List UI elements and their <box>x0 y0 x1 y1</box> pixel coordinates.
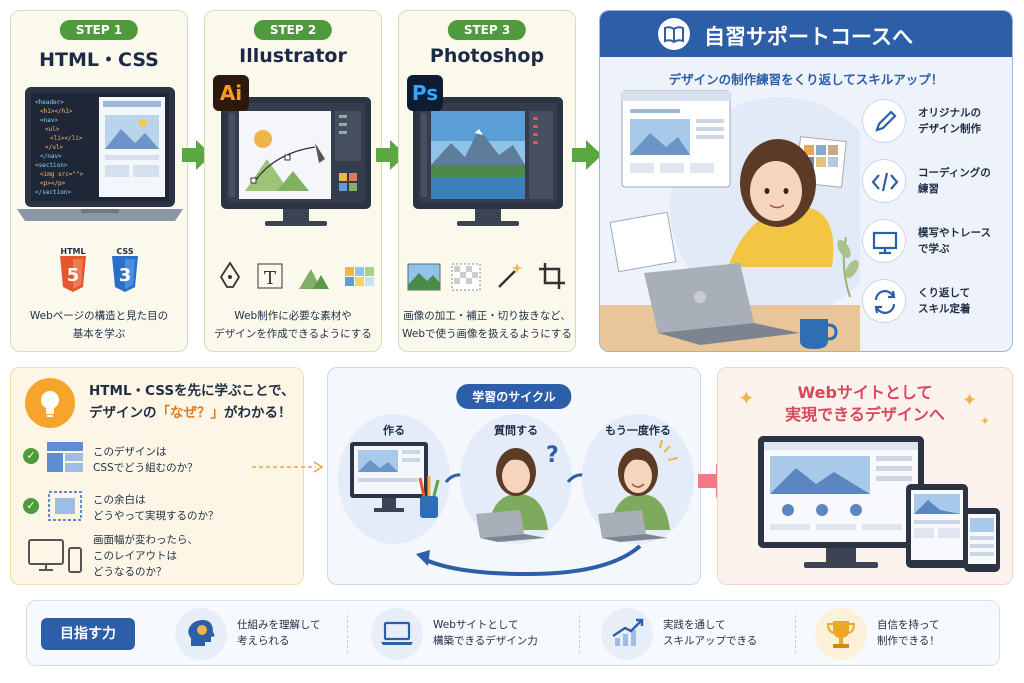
growth-chart-icon <box>612 618 644 646</box>
html5-logo: HTML 5 <box>55 247 91 296</box>
step3-description: 画像の加工・補正・切り抜きなど、 Webで使う画像を扱えるようにする <box>402 310 572 340</box>
photoshop-app-icon: Ps <box>407 75 443 111</box>
divider <box>795 615 796 653</box>
support-course-subtitle: デザインの制作練習をくり返してスキルアップ！ <box>668 72 944 87</box>
pen-tool-icon <box>219 261 241 288</box>
mountain-shape-icon <box>299 269 329 289</box>
goals-bar: 目指す力 仕組みを理解して考えられる Webサイトとして構築できるデザイン力 実… <box>26 600 1000 666</box>
arrow-right-icon <box>572 140 602 170</box>
divider <box>347 615 348 653</box>
step1-description: Webページの構造と見た目の 基本を学ぶ <box>29 310 169 340</box>
step3-card: STEP 3 Photoshop Ps 画像の加工・補正・切り抜きなど、 Web… <box>398 10 576 352</box>
goal-2-text: Webサイトとして構築できるデザイン力 <box>433 619 538 647</box>
step3-badge: STEP 3 <box>447 20 527 40</box>
css3-logo: CSS 3 <box>107 247 143 296</box>
sparkle-icon: ✦ <box>738 386 755 410</box>
woman-at-laptop-illustration <box>600 90 860 351</box>
spacing-icon <box>48 491 82 521</box>
cycle-title: 学習のサイクル <box>456 384 572 409</box>
feature-2-label: コーディングの練習 <box>918 167 991 195</box>
trophy-icon <box>826 621 856 648</box>
sparkle-icon: ✦ <box>980 414 991 428</box>
goal-1-text: 仕組みを理解して考えられる <box>237 619 321 647</box>
refresh-icon <box>874 290 896 314</box>
dashed-arrow-icon <box>252 461 324 473</box>
crop-tool-icon <box>539 263 565 289</box>
step2-card: STEP 2 Illustrator Ai T Web制作に必要な素材や デザイ… <box>204 10 382 352</box>
pen-icon <box>875 110 897 132</box>
svg-text:5: 5 <box>67 265 80 286</box>
brain-icon <box>188 620 215 646</box>
step2-description: Web制作に必要な素材や デザインを作成できるようにする <box>214 310 372 340</box>
feature-3-label: 模写やトレースで学ぶ <box>918 227 991 255</box>
growth-chart-icon-circle <box>601 608 653 660</box>
feature-refresh-circle <box>862 279 906 323</box>
why-emphasis: 「なぜ？」 <box>156 405 225 421</box>
trophy-icon-circle <box>815 608 867 660</box>
landscape-photo-icon <box>407 263 441 291</box>
feature-4-label: くり返してスキル定着 <box>918 287 971 315</box>
brain-icon-circle <box>175 608 227 660</box>
text-tool-icon: T <box>257 263 283 289</box>
support-course-title: 自習サポートコースへ <box>704 25 913 49</box>
woman-asking-illustration: ? <box>476 443 559 542</box>
responsive-devices-illustration <box>758 436 1000 572</box>
why-item-2: この余白はどうやって実現するのか？ <box>93 494 219 522</box>
monitor-with-pencils-illustration <box>350 442 440 518</box>
code-icon <box>871 172 899 192</box>
feature-1-label: オリジナルのデザイン制作 <box>918 107 981 135</box>
goals-label: 目指す力 <box>41 618 135 650</box>
cycle-step-make-label: 作る <box>383 424 405 437</box>
step3-title: Photoshop <box>429 45 545 67</box>
arrow-right-icon <box>376 140 406 170</box>
feature-pen-circle <box>862 99 906 143</box>
why-heading: HTML・CSSを先に学ぶことで、 デザインの「なぜ？」がわかる！ <box>89 383 295 421</box>
svg-text:3: 3 <box>119 265 132 286</box>
swatches-icon <box>345 267 374 286</box>
laptop-icon-circle <box>371 608 423 660</box>
return-arrow-icon <box>416 544 642 577</box>
monitor-icon <box>872 231 898 255</box>
feature-code-circle <box>862 159 906 203</box>
step2-title: Illustrator <box>239 45 347 67</box>
photoshop-monitor-illustration <box>413 97 563 226</box>
laptop-code-illustration <box>17 87 183 221</box>
step1-title: HTML・CSS <box>39 49 159 71</box>
sparkle-icon: ✦ <box>962 390 978 411</box>
woman-remaking-illustration <box>598 439 679 542</box>
transparency-grid-icon <box>451 263 481 291</box>
layout-icon <box>47 442 83 472</box>
cycle-step-ask-label: 質問する <box>494 424 538 437</box>
arrow-right-icon <box>182 140 212 170</box>
svg-text:T: T <box>264 268 276 289</box>
result-heading: Webサイトとして実現できるデザインへ <box>785 383 945 424</box>
illustrator-monitor-illustration <box>221 97 371 226</box>
learning-cycle-card: 学習のサイクル 作る 質問する ? もう一度作る <box>327 367 701 585</box>
divider <box>579 615 580 653</box>
code-listing: <header> <h1></h1> <nav> <ul> <li></li> … <box>35 99 84 196</box>
feature-monitor-circle <box>862 219 906 263</box>
goal-4-text: 自信を持って制作できる！ <box>877 619 940 647</box>
step2-badge: STEP 2 <box>253 20 333 40</box>
result-card: Webサイトとして実現できるデザインへ ✦ ✦ ✦ <box>717 367 1013 585</box>
support-course-card: 自習サポートコースへ デザインの制作練習をくり返してスキルアップ！ <box>599 10 1013 352</box>
magic-wand-icon <box>498 263 523 288</box>
illustrator-app-icon: Ai <box>213 75 249 111</box>
laptop-icon <box>381 621 413 645</box>
devices-icon <box>28 539 82 573</box>
why-card: HTML・CSSを先に学ぶことで、 デザインの「なぜ？」がわかる！ ✓ このデザ… <box>10 367 304 585</box>
lightbulb-icon <box>25 378 75 428</box>
check-icon: ✓ <box>23 498 39 514</box>
svg-text:?: ? <box>546 443 559 468</box>
step1-badge: STEP 1 <box>59 20 139 40</box>
check-icon: ✓ <box>23 448 39 464</box>
cycle-step-remake-label: もう一度作る <box>605 424 671 437</box>
step1-card: STEP 1 HTML・CSS <header> <h1></h1> <nav>… <box>10 10 188 352</box>
book-icon <box>658 18 690 50</box>
why-item-3: 画面幅が変わったら、このレイアウトはどうなるのか？ <box>93 534 198 578</box>
goal-3-text: 実践を通してスキルアップできる <box>663 619 758 647</box>
